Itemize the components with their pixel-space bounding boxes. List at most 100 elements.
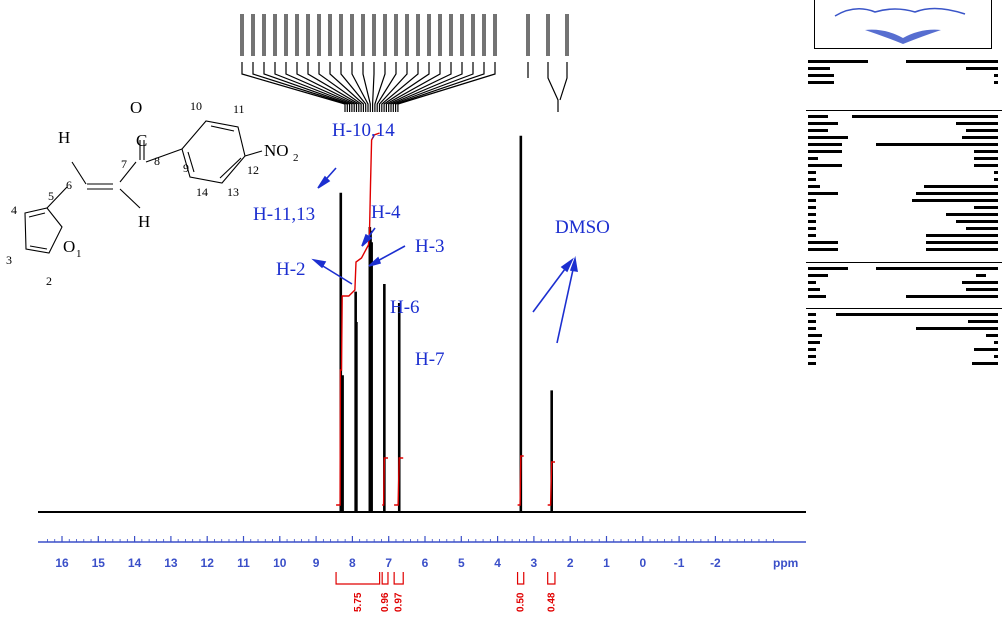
annotation-group: H-10,14 H-11,13 H-4 H-3 H-2 H-6 H-7 DMSO (253, 120, 610, 370)
label-h10-14: H-10,14 (332, 120, 395, 141)
atom-6: 6 (66, 178, 72, 192)
label-h11-13: H-11,13 (253, 204, 315, 225)
peak-shift-label (526, 14, 530, 56)
peak-shift-label (493, 14, 497, 56)
fan-line (263, 62, 351, 112)
atom-5: 5 (48, 189, 54, 203)
x-tick-label: 16 (55, 556, 69, 570)
x-tick-label: 7 (385, 556, 392, 570)
x-tick-label: 5 (458, 556, 465, 570)
fan-line (340, 62, 367, 112)
x-tick-label: 14 (128, 556, 142, 570)
x-tick-label: 9 (313, 556, 320, 570)
atom-8: 8 (154, 154, 160, 168)
peak-shift-label (240, 14, 244, 56)
integral-curve (517, 455, 524, 506)
peak-shift-label (295, 14, 299, 56)
fan-line (372, 62, 375, 112)
peak-shift-label (350, 14, 354, 56)
integral-bracket (393, 572, 404, 585)
peak-shift-label (284, 14, 288, 56)
atom-10: 10 (190, 99, 202, 113)
label-h6: H-6 (390, 297, 420, 318)
fan-line (329, 62, 364, 112)
x-tick-label: 2 (567, 556, 574, 570)
fan-line (362, 62, 371, 112)
peak-shift-label (251, 14, 255, 56)
atom-o-furan: O (63, 237, 75, 256)
integral-curve (336, 132, 380, 506)
integral-value: 0.50 (516, 592, 527, 612)
fan-line (307, 62, 360, 112)
integral-bracket (335, 572, 381, 585)
peak-shift-label (317, 14, 321, 56)
fan-line (385, 62, 441, 112)
fan-line (383, 62, 430, 112)
peak-shift-label (383, 14, 387, 56)
peak-shift-label (273, 14, 277, 56)
atom-4: 4 (11, 203, 17, 217)
x-tick-label: 12 (201, 556, 215, 570)
integral-curve (547, 461, 555, 506)
peak-shift-label (565, 14, 569, 56)
logo (814, 0, 992, 49)
peak-shift-label (471, 14, 475, 56)
peak-shift-label (372, 14, 376, 56)
peak-shift-label (449, 14, 453, 56)
fan-line (318, 62, 362, 112)
fan-line (285, 62, 355, 112)
x-tick-label: 3 (531, 556, 538, 570)
peak-shift-label (460, 14, 464, 56)
peak-shift-label (482, 14, 486, 56)
integral-bracket (381, 572, 389, 585)
annotation-arrows (311, 167, 578, 344)
label-dmso: DMSO (555, 217, 610, 238)
integral-value: 5.75 (353, 592, 364, 612)
x-tick-label: 0 (639, 556, 646, 570)
axis-unit-label: ppm (773, 556, 798, 570)
integral-value: 0.96 (380, 592, 391, 612)
x-tick-label: 10 (273, 556, 287, 570)
integral-curve (382, 457, 388, 506)
label-h2: H-2 (276, 259, 306, 280)
fan-line (378, 62, 408, 112)
atom-no2: NO (264, 141, 289, 160)
atom-12: 12 (247, 163, 259, 177)
fan-line (351, 62, 369, 112)
x-tick-label: 11 (237, 556, 250, 570)
fan-line (274, 62, 353, 112)
integral-curve (394, 457, 404, 506)
atom-1: 1 (76, 248, 82, 260)
chemical-structure (24, 120, 263, 254)
fan-line (241, 62, 346, 112)
peak-shift-label (405, 14, 409, 56)
atom-h7: H (138, 212, 150, 231)
atom-7: 7 (121, 157, 127, 171)
x-tick-label: 1 (603, 556, 610, 570)
atom-2: 2 (46, 274, 52, 288)
integral-value: 0.97 (394, 592, 405, 612)
fan-line (296, 62, 358, 112)
fan-line (252, 62, 348, 112)
x-tick-label: 4 (494, 556, 501, 570)
integral-bracket (516, 572, 525, 585)
atom-13: 13 (227, 185, 239, 199)
fan-line (376, 62, 397, 112)
atom-c: C (136, 131, 147, 150)
peak-shift-label (438, 14, 442, 56)
peak-shift-label (306, 14, 310, 56)
integral-bracket (547, 572, 556, 585)
peak-shift-label (427, 14, 431, 56)
x-tick-label: 6 (422, 556, 429, 570)
fan-line (397, 62, 496, 112)
atom-11: 11 (233, 102, 245, 116)
fan-line (392, 62, 474, 112)
fan-line (547, 62, 559, 112)
fan-line (395, 62, 485, 112)
peak-shift-label (328, 14, 332, 56)
fan-line (390, 62, 463, 112)
fan-line (374, 62, 386, 112)
